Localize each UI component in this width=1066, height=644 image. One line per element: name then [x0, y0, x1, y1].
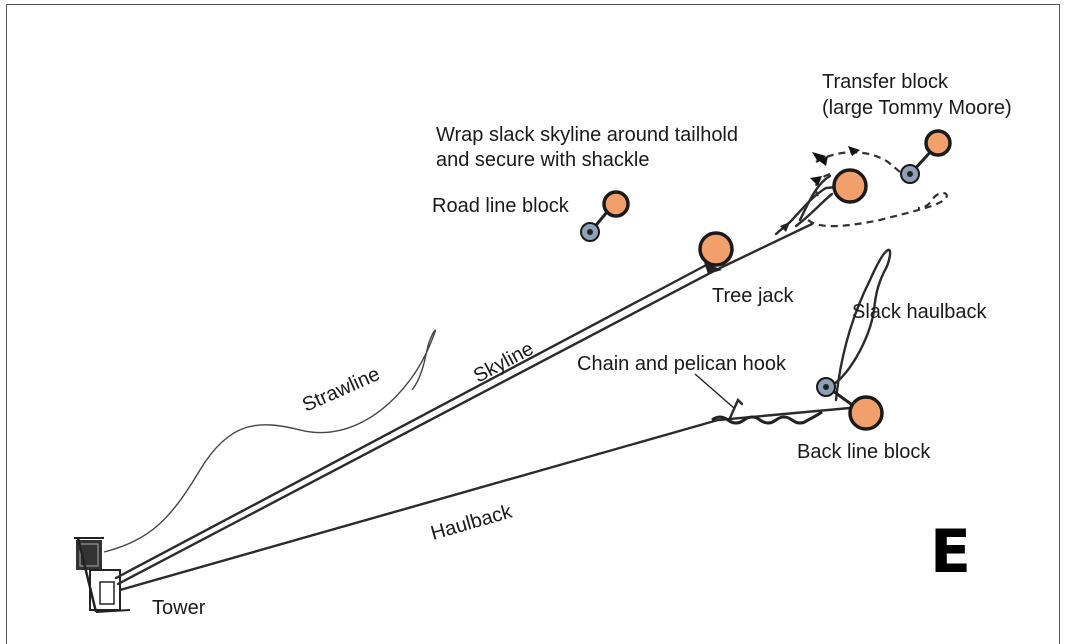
slack-skyline-dashed	[807, 191, 948, 228]
tree-jack-icon	[698, 231, 734, 274]
strawline-rope	[103, 329, 437, 553]
transfer-block-icon	[900, 129, 952, 184]
tower-label: Tower	[152, 597, 206, 619]
slack-haulback-rope	[828, 248, 892, 402]
figure-frame	[6, 4, 1060, 644]
pelican-pointer	[694, 373, 735, 409]
strawline-label: Strawline	[299, 363, 383, 417]
pelican-hook-icon	[728, 397, 744, 420]
slack-haulback-label: Slack haulback	[852, 301, 988, 323]
panel-letter: E	[930, 517, 971, 587]
transfer-dashed	[815, 151, 907, 178]
arrow-icons	[810, 146, 860, 186]
skyline-label: Skyline	[470, 338, 537, 388]
wrap-label-2: and secure with shackle	[436, 149, 649, 171]
tailhold-block-icon	[774, 168, 868, 236]
chain-pelican-label: Chain and pelican hook	[577, 353, 787, 375]
transfer-block-label-1: Transfer block	[822, 71, 949, 93]
road-line-block-icon	[580, 190, 630, 242]
chain-twist	[711, 410, 823, 425]
tower-icon	[74, 537, 131, 613]
back-line-block-label: Back line block	[797, 441, 931, 463]
haulback-label: Haulback	[428, 500, 515, 544]
haulback-rope	[118, 406, 852, 592]
tree-jack-label: Tree jack	[712, 285, 795, 307]
tower-rope	[114, 260, 714, 580]
wrap-label-1: Wrap slack skyline around tailhold	[436, 124, 738, 146]
transfer-block-label-2: (large Tommy Moore)	[822, 97, 1012, 119]
road-line-block-label: Road line block	[432, 195, 570, 217]
back-line-block-icon	[816, 377, 884, 431]
